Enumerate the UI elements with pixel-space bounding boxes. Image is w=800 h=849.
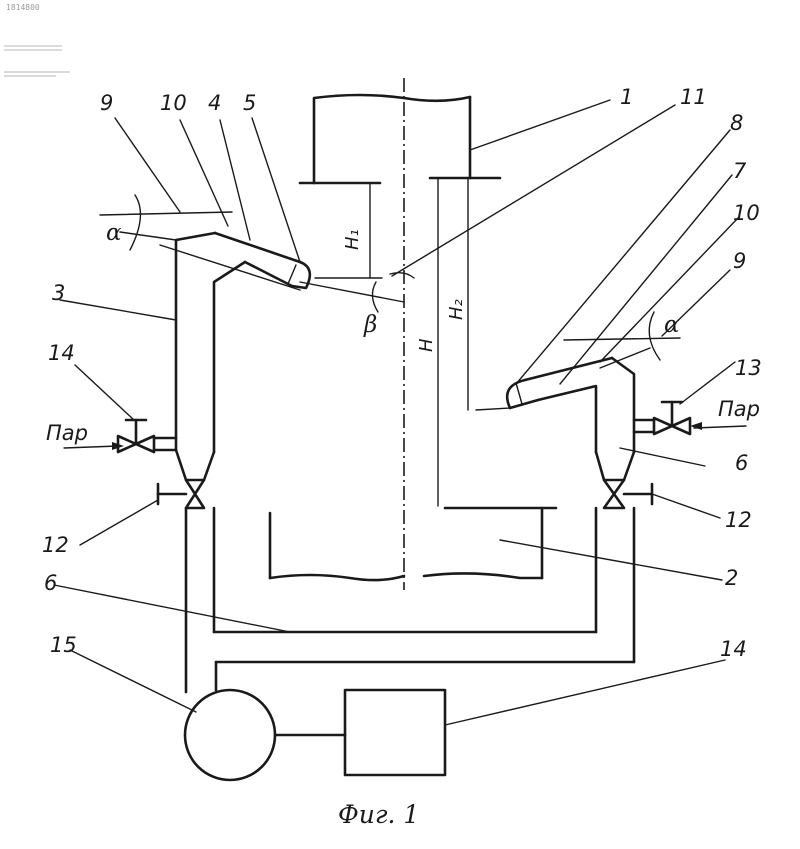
label-15: 15 bbox=[50, 633, 77, 657]
upper-vessel bbox=[300, 95, 610, 183]
pump bbox=[185, 690, 345, 780]
angle-beta: β bbox=[363, 312, 377, 338]
label-9-left: 9 bbox=[100, 91, 113, 115]
lower-vessel bbox=[270, 508, 722, 580]
leader-2 bbox=[500, 540, 722, 580]
label-10-left: 10 bbox=[160, 91, 187, 115]
label-13: 13 bbox=[735, 356, 762, 380]
label-10-right: 10 bbox=[733, 201, 760, 225]
label-12-left: 12 bbox=[42, 533, 69, 557]
pump-drive bbox=[345, 690, 445, 775]
angle-alpha-left: α bbox=[106, 220, 122, 246]
dimension-lines bbox=[315, 178, 468, 506]
valve-left[interactable] bbox=[158, 450, 214, 508]
scan-stamp: 1814800 bbox=[6, 3, 40, 12]
dimension-h1: H₁ bbox=[342, 229, 363, 250]
label-5: 5 bbox=[243, 91, 256, 115]
label-7: 7 bbox=[733, 159, 747, 183]
figure-caption: Фиг. 1 bbox=[338, 800, 419, 829]
dimension-h: H bbox=[416, 338, 437, 352]
label-14-left: 14 bbox=[48, 341, 75, 365]
valve-right[interactable] bbox=[596, 452, 652, 508]
label-3: 3 bbox=[52, 281, 65, 305]
scan-noise bbox=[4, 46, 70, 76]
angle-alpha-right: α bbox=[664, 312, 680, 338]
label-9-right: 9 bbox=[733, 249, 746, 273]
leader-1 bbox=[470, 100, 610, 150]
label-12-right: 12 bbox=[725, 508, 752, 532]
dimension-h2: H₂ bbox=[446, 299, 467, 320]
label-8: 8 bbox=[730, 111, 743, 135]
label-1: 1 bbox=[620, 85, 633, 109]
label-6-left: 6 bbox=[44, 571, 57, 595]
label-4: 4 bbox=[208, 91, 221, 115]
label-11: 11 bbox=[680, 85, 707, 109]
steam-label-right: Пар bbox=[718, 397, 760, 421]
label-14-right: 14 bbox=[720, 637, 747, 661]
steam-label-left: Пар bbox=[46, 421, 88, 445]
circulation-pipes bbox=[186, 508, 634, 692]
label-2: 2 bbox=[725, 566, 738, 590]
label-6-right: 6 bbox=[735, 451, 748, 475]
